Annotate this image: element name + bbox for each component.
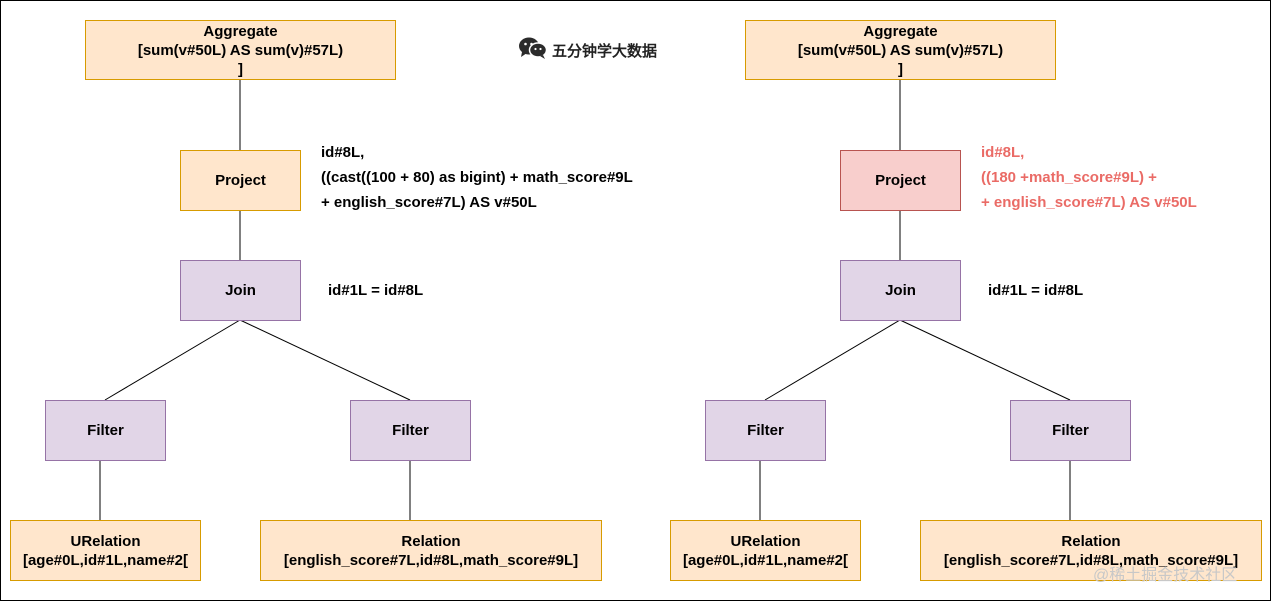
edge-join-filter-rr bbox=[899, 319, 1071, 401]
project-label: Project bbox=[875, 172, 926, 189]
brand: 五分钟学大数据 bbox=[518, 37, 657, 63]
aggregate-expr: [sum(v#50L) AS sum(v)#57L) bbox=[137, 41, 344, 59]
join-annotation-right: id#1L = id#8L bbox=[988, 282, 1084, 299]
project-node-left: Project bbox=[180, 150, 301, 211]
urelation-columns: [age#0L,id#1L,name#2[ bbox=[682, 551, 849, 569]
relation-columns: [english_score#7L,id#8L,math_score#9L] bbox=[943, 551, 1239, 569]
join-label: Join bbox=[885, 282, 916, 299]
aggregate-close: ] bbox=[898, 60, 903, 78]
aggregate-title: Aggregate bbox=[863, 22, 938, 40]
relation-node-right: Relation [english_score#7L,id#8L,math_sc… bbox=[920, 520, 1262, 581]
filter-node-left-right: Filter bbox=[350, 400, 471, 461]
brand-text: 五分钟学大数据 bbox=[552, 42, 658, 60]
filter-node-left-left: Filter bbox=[45, 400, 166, 461]
join-node-right: Join bbox=[840, 260, 961, 321]
aggregate-node-left: Aggregate [sum(v#50L) AS sum(v)#57L) ] bbox=[85, 20, 396, 80]
urelation-node-right: URelation [age#0L,id#1L,name#2[ bbox=[670, 520, 861, 581]
filter-label: Filter bbox=[1052, 422, 1089, 439]
join-annotation-left: id#1L = id#8L bbox=[328, 282, 424, 299]
edge-join-filter-lr bbox=[239, 319, 411, 401]
watermark: @稀土掘金技术社区 bbox=[1093, 567, 1238, 584]
project-annotation-line3: + english_score#7L) AS v#50L bbox=[981, 194, 1197, 211]
aggregate-expr: [sum(v#50L) AS sum(v)#57L) bbox=[797, 41, 1004, 59]
aggregate-node-right: Aggregate [sum(v#50L) AS sum(v)#57L) ] bbox=[745, 20, 1056, 80]
join-label: Join bbox=[225, 282, 256, 299]
edge-join-filter-rl bbox=[764, 319, 901, 401]
aggregate-title: Aggregate bbox=[203, 22, 278, 40]
project-annotation-line1: id#8L, bbox=[981, 144, 1025, 161]
filter-label: Filter bbox=[87, 422, 124, 439]
relation-title: Relation bbox=[401, 532, 461, 550]
edge-join-filter-ll bbox=[104, 319, 241, 401]
filter-node-right-left: Filter bbox=[705, 400, 826, 461]
project-annotation-line3: + english_score#7L) AS v#50L bbox=[321, 194, 537, 211]
project-annotation-left: id#8L, ((cast((100 + 80) as bigint) + ma… bbox=[321, 140, 633, 215]
wechat-icon bbox=[518, 36, 548, 64]
urelation-node-left: URelation [age#0L,id#1L,name#2[ bbox=[10, 520, 201, 581]
project-annotation-line2: ((cast((100 + 80) as bigint) + math_scor… bbox=[321, 169, 633, 186]
project-node-right: Project bbox=[840, 150, 961, 211]
urelation-columns: [age#0L,id#1L,name#2[ bbox=[22, 551, 189, 569]
urelation-title: URelation bbox=[730, 532, 801, 550]
project-label: Project bbox=[215, 172, 266, 189]
project-annotation-line2: ((180 +math_score#9L) + bbox=[981, 169, 1157, 186]
relation-title: Relation bbox=[1061, 532, 1121, 550]
filter-node-right-right: Filter bbox=[1010, 400, 1131, 461]
project-annotation-line1: id#8L, bbox=[321, 144, 365, 161]
relation-columns: [english_score#7L,id#8L,math_score#9L] bbox=[283, 551, 579, 569]
project-annotation-right: id#8L, ((180 +math_score#9L) + + english… bbox=[981, 140, 1197, 215]
filter-label: Filter bbox=[747, 422, 784, 439]
filter-label: Filter bbox=[392, 422, 429, 439]
urelation-title: URelation bbox=[70, 532, 141, 550]
aggregate-close: ] bbox=[238, 60, 243, 78]
join-node-left: Join bbox=[180, 260, 301, 321]
relation-node-left: Relation [english_score#7L,id#8L,math_sc… bbox=[260, 520, 602, 581]
